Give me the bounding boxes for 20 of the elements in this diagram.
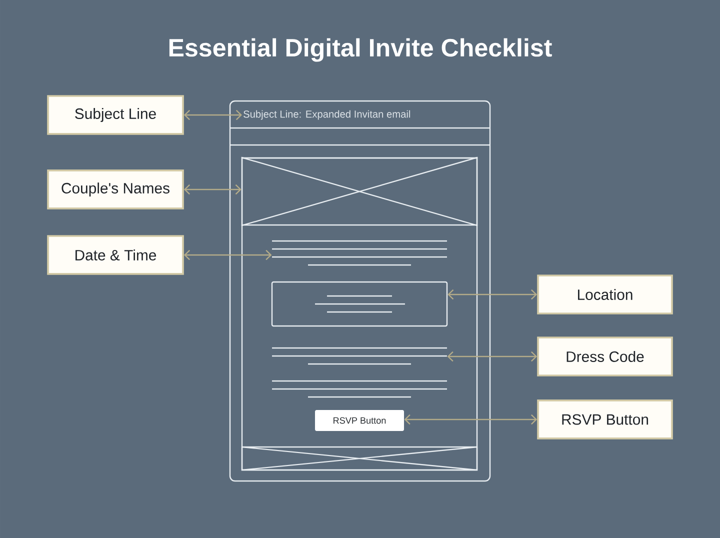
arrow [404,414,538,425]
label-box: Couple's Names [47,170,184,210]
title: Essential Digital Invite Checklist [169,38,552,62]
button: RSVP Button [315,410,404,431]
label-box: Location [537,274,673,314]
arrow [447,351,538,362]
content-box [271,281,448,327]
arrow [184,110,242,120]
arrow [448,289,538,300]
label-box: Subject Line [47,95,184,135]
image-placeholder [240,156,478,226]
arrow [184,184,242,195]
label-box: Date & Time [47,235,184,275]
subject-line-text: Subject Line: Expanded Invitan email [244,110,410,120]
text-lines [271,240,448,266]
label-box: RSVP Button [537,400,673,440]
arrow [184,250,272,260]
text-lines [271,347,448,365]
email-frame [229,100,491,482]
label-box: Dress Code [537,336,673,376]
